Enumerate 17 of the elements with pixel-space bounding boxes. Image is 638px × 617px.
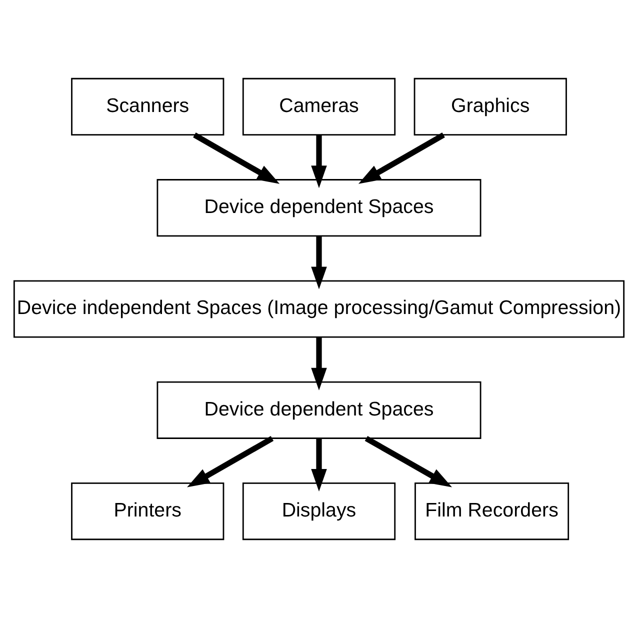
node-box: Graphics — [414, 77, 567, 136]
arrow — [193, 132, 280, 184]
node-box: Device dependent Spaces — [156, 178, 482, 236]
node-box: Printers — [71, 482, 224, 540]
arrow — [364, 435, 452, 487]
arrow — [187, 435, 274, 487]
arrow — [311, 134, 327, 188]
node-box: Cameras — [242, 77, 396, 136]
arrow — [358, 132, 445, 184]
node-box: Device independent Spaces (Image processing/Gamut Compression) — [13, 280, 625, 338]
arrow — [311, 438, 327, 492]
node-box: Displays — [242, 482, 396, 540]
node-box: Device dependent Spaces — [156, 380, 482, 438]
node-box: Film Recorders — [414, 482, 570, 540]
arrow — [311, 236, 327, 289]
arrow — [311, 336, 327, 390]
node-box: Scanners — [71, 77, 224, 136]
